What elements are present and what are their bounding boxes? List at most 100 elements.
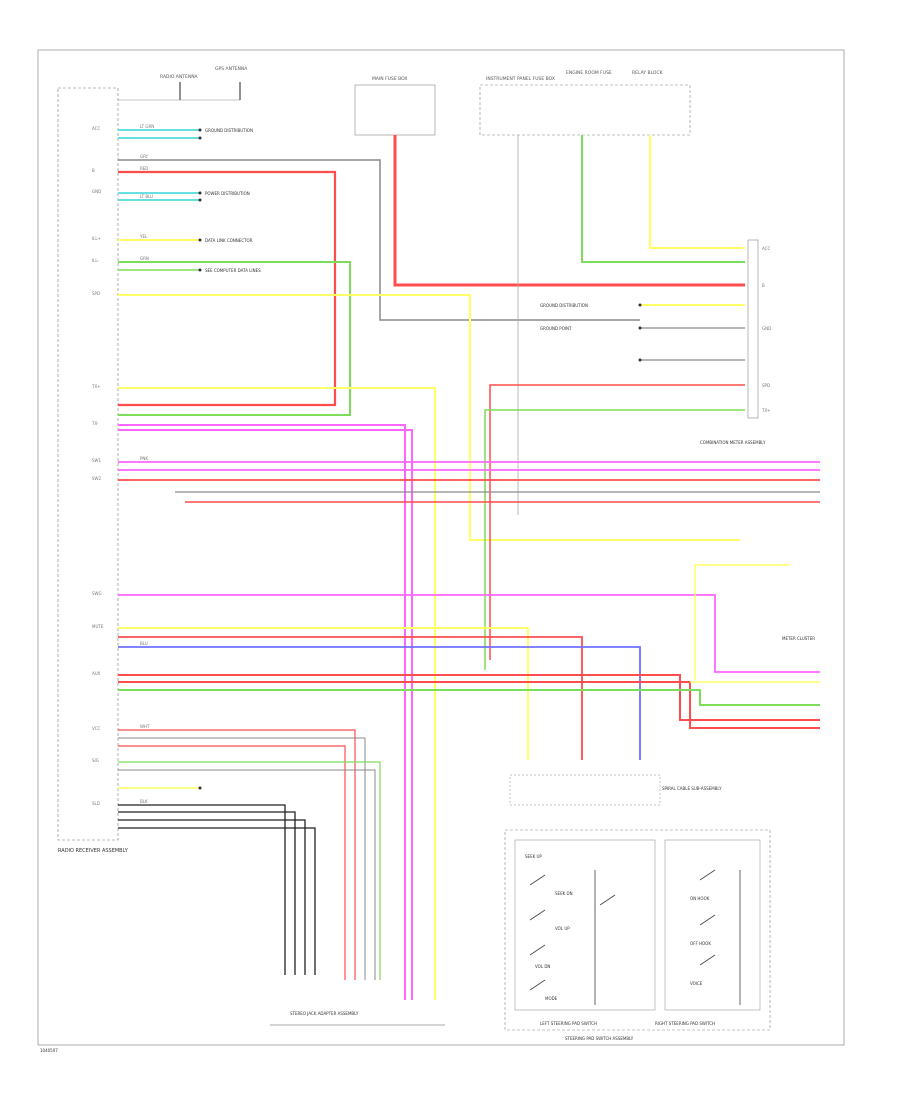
wire-black-3 xyxy=(118,819,306,975)
wire-code-3: YEL xyxy=(139,234,148,239)
wire-red-4 xyxy=(118,636,583,760)
wire-black-4 xyxy=(118,827,316,975)
wire-yellow-4 xyxy=(118,627,529,760)
wire-pink-1 xyxy=(118,424,406,1000)
wire-code-1: RED xyxy=(140,166,148,171)
meter-pin-2: B xyxy=(762,283,765,288)
wire-yellow-3 xyxy=(118,387,436,1000)
switch-symbols xyxy=(529,869,741,1005)
switch-label-7: OFF HOOK xyxy=(690,941,711,946)
switch-label-8: VOICE xyxy=(690,981,703,986)
gps-antenna-label: GPS ANTENNA xyxy=(215,66,248,72)
steering-pad-right xyxy=(664,839,761,1011)
meter-pin-3: GND xyxy=(762,326,771,331)
ref-ground-2: GROUND DISTRIBUTION xyxy=(540,303,588,308)
fuse-label-2: INSTRUMENT PANEL FUSE BOX xyxy=(486,76,555,82)
pin-label-16: SLD xyxy=(92,801,100,806)
meter-pin-5: TX+ xyxy=(761,408,771,413)
combination-meter-box xyxy=(747,239,759,419)
fuse-label-4: RELAY BLOCK xyxy=(632,70,664,76)
pin-label-5: ILL- xyxy=(92,258,100,263)
switch-label-4: VOL DN xyxy=(535,964,550,969)
wire-red-1 xyxy=(118,170,337,407)
wire-green-jack xyxy=(118,761,381,980)
steering-pad-outer xyxy=(504,829,771,1031)
steering-pad-label: STEERING PAD SWITCH ASSEMBLY xyxy=(565,1036,634,1041)
wire-red-fuse xyxy=(393,135,745,287)
spiral-cable-box xyxy=(509,774,661,806)
radio-antenna-label: RADIO ANTENNA xyxy=(160,74,199,80)
meter-pin-1: ACC xyxy=(762,246,770,251)
ref-ground-3: GROUND POINT xyxy=(540,326,572,331)
ref-data-1: DATA LINK CONNECTOR xyxy=(205,238,253,243)
pin-label-10: SW2 xyxy=(92,476,101,481)
wire-gray-main xyxy=(118,159,640,321)
wire-black-2 xyxy=(118,811,296,975)
stereo-jack-label: STEREO JACK ADAPTER ASSEMBLY xyxy=(290,1011,359,1016)
right-switch-label: RIGHT STEERING PAD SWITCH xyxy=(655,1021,715,1026)
wire-blue-1 xyxy=(118,646,641,760)
radio-receiver-box xyxy=(57,87,119,841)
wire-code-6: WHT xyxy=(140,724,150,729)
wire-red-jack-2 xyxy=(118,745,346,980)
pin-label-7: TX+ xyxy=(91,384,101,389)
wire-code-8: GRY xyxy=(140,154,149,159)
wire-code-10: LT BLU xyxy=(140,194,153,199)
wire-black-1 xyxy=(118,804,286,975)
wire-pink-5 xyxy=(118,594,820,673)
fuse-block-1 xyxy=(354,84,436,136)
meter-cluster-label: METER CLUSTER xyxy=(782,636,815,641)
wire-gray-jack-2 xyxy=(118,769,376,980)
switch-label-2: SEEK DN xyxy=(555,891,573,896)
connector-dots xyxy=(198,128,642,790)
switch-label-3: VOL UP xyxy=(555,926,570,931)
wire-code-7: BLK xyxy=(140,799,148,804)
switch-label-6: ON HOOK xyxy=(690,896,710,901)
pin-label-4: ILL+ xyxy=(92,236,101,241)
pin-label-14: VCC xyxy=(92,726,101,731)
pin-label-12: MUTE xyxy=(92,624,104,629)
wire-green-fuse xyxy=(581,135,745,263)
fuse-label-3: ENGINE ROOM FUSE xyxy=(566,70,612,76)
wire-red-6 xyxy=(118,681,820,729)
wire-yellow-6 xyxy=(694,564,790,680)
combination-meter-label: COMBINATION METER ASSEMBLY xyxy=(700,440,766,445)
wire-green-meter xyxy=(484,409,745,670)
radio-receiver-label: RADIO RECEIVER ASSEMBLY xyxy=(58,848,129,854)
wire-gray-jack-1 xyxy=(118,737,366,980)
wire-code-9: LT GRN xyxy=(140,124,154,129)
wire-green-3 xyxy=(118,689,820,706)
ref-ground-1: GROUND DISTRIBUTION xyxy=(205,128,253,133)
ref-power-1: POWER DISTRIBUTION xyxy=(205,191,250,196)
pin-label-9: SW1 xyxy=(92,458,101,463)
wire-yellow-2 xyxy=(118,294,740,541)
wire-code-2: GRN xyxy=(140,256,149,261)
wire-code-5: BLU xyxy=(140,641,148,646)
wire-red-5 xyxy=(118,674,820,721)
pin-label-2: B xyxy=(92,168,95,173)
pin-label-1: ACC xyxy=(92,126,100,131)
switch-label-5: MODE xyxy=(545,996,558,1001)
wire-green-1 xyxy=(118,261,351,416)
page-code: 1040507 xyxy=(40,1048,58,1053)
left-switch-label: LEFT STEERING PAD SWITCH xyxy=(540,1021,597,1026)
fuse-label-1: MAIN FUSE BOX xyxy=(372,76,407,82)
pin-label-3: GND xyxy=(92,189,101,194)
ref-data-2: SEE COMPUTER DATA LINES xyxy=(205,268,261,273)
meter-pin-4: SPD xyxy=(762,383,770,388)
pin-label-11: SWG xyxy=(92,591,102,596)
pin-label-15: SIG xyxy=(92,758,99,763)
diagram-frame xyxy=(37,49,845,1046)
wire-yellow-fuse xyxy=(649,135,745,249)
wire-code-4: PNK xyxy=(140,456,148,461)
wire-red-meter xyxy=(489,384,745,660)
spiral-cable-label: SPIRAL CABLE SUB-ASSEMBLY xyxy=(662,786,722,791)
pin-label-13: AUX xyxy=(92,671,101,676)
switch-label-1: SEEK UP xyxy=(525,854,542,859)
fuse-block-2 xyxy=(479,84,691,136)
steering-pad-left xyxy=(514,839,656,1011)
pin-label-8: TX- xyxy=(91,421,99,426)
pin-label-6: SPD xyxy=(92,291,100,296)
wire-red-jack-1 xyxy=(118,729,356,980)
